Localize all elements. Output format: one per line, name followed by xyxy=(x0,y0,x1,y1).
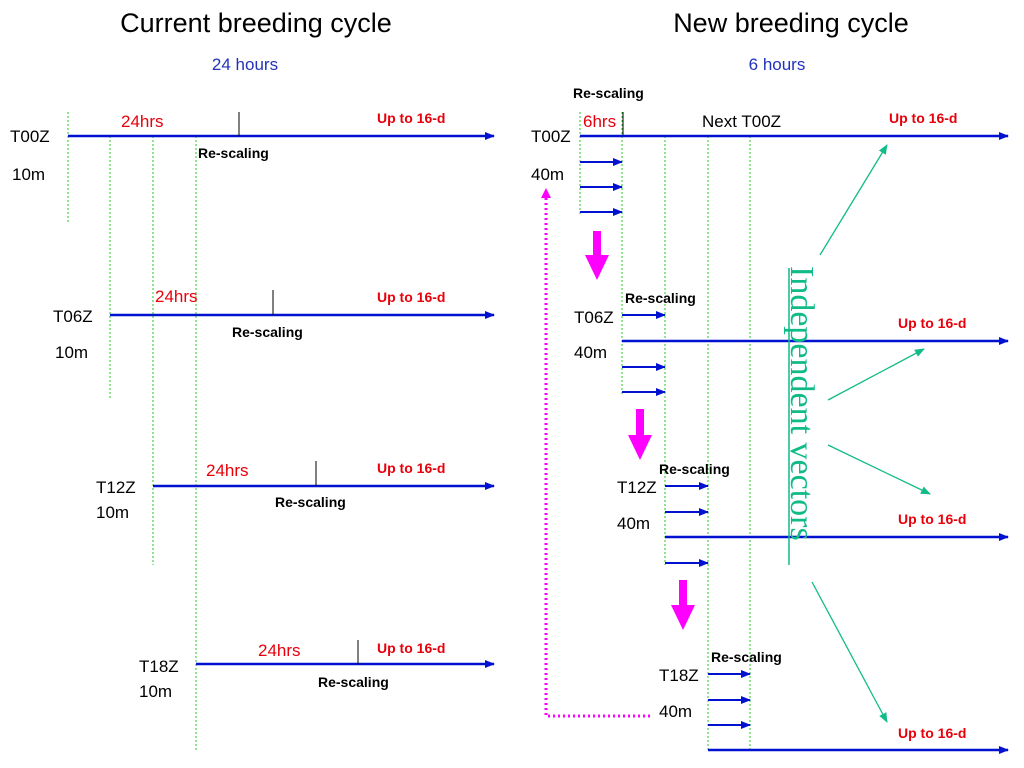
rescale-label: Re-scaling xyxy=(232,324,303,340)
cycle-res-label: 10m xyxy=(139,682,172,701)
upto-label: Up to 16-d xyxy=(377,640,445,656)
hrs-label: 24hrs xyxy=(258,641,301,660)
rescale-label: Re-scaling xyxy=(198,145,269,161)
cycle-res-label: 40m xyxy=(659,702,692,721)
cycle-res-label: 10m xyxy=(55,343,88,362)
current-cycle-t00z: T00Z 10m 24hrs Re-scaling Up to 16-d xyxy=(10,110,495,184)
current-duration: 24 hours xyxy=(212,55,278,74)
current-cycle-t18z: T18Z 10m 24hrs Re-scaling Up to 16-d xyxy=(139,640,495,701)
hrs-label: 24hrs xyxy=(155,287,198,306)
pointer-arrow xyxy=(819,144,888,256)
hrs-label: 24hrs xyxy=(206,461,249,480)
upto-label: Up to 16-d xyxy=(377,110,445,126)
current-cycle-t06z: T06Z 10m 24hrs Re-scaling Up to 16-d xyxy=(53,287,495,362)
hrs-label: 24hrs xyxy=(121,112,164,131)
cycle-time-label: T00Z xyxy=(531,127,571,146)
rescale-label: Re-scaling xyxy=(625,290,696,306)
current-title: Current breeding cycle xyxy=(120,8,392,38)
upto-label: Up to 16-d xyxy=(898,511,966,527)
upto-label: Up to 16-d xyxy=(889,110,957,126)
cycle-res-label: 40m xyxy=(574,343,607,362)
new-cycle-t18z: Re-scaling T18Z 40m Up to 16-d xyxy=(659,649,1009,754)
rescale-label: Re-scaling xyxy=(318,674,389,690)
left-guides xyxy=(67,112,197,752)
feedback-loop-arrow xyxy=(544,196,650,718)
next-t00z-label: Next T00Z xyxy=(702,112,781,131)
new-cycle-t12z: Re-scaling T12Z 40m Up to 16-d xyxy=(617,461,1009,567)
cycle-res-label: 10m xyxy=(12,165,45,184)
pointer-arrow xyxy=(827,444,931,495)
cycle-time-label: T00Z xyxy=(10,127,50,146)
new-duration: 6 hours xyxy=(749,55,806,74)
new-cycle-t00z: Re-scaling 6hrs Next T00Z Up to 16-d T00… xyxy=(531,85,1009,216)
independent-vectors-label: Independent vectors xyxy=(783,266,820,541)
cycle-time-label: T06Z xyxy=(53,307,93,326)
down-arrow-icon xyxy=(628,409,652,460)
independent-vectors-group: Independent vectors xyxy=(783,266,820,565)
new-title: New breeding cycle xyxy=(673,8,909,38)
cycle-time-label: T18Z xyxy=(139,657,179,676)
teal-pointer-arrows xyxy=(811,144,931,723)
upto-label: Up to 16-d xyxy=(898,315,966,331)
cycle-res-label: 40m xyxy=(531,165,564,184)
pointer-arrow xyxy=(827,348,925,401)
rescale-label: Re-scaling xyxy=(659,461,730,477)
current-cycle-t12z: T12Z 10m 24hrs Re-scaling Up to 16-d xyxy=(96,460,495,522)
cycle-res-label: 10m xyxy=(96,503,129,522)
down-arrow-icon xyxy=(671,580,695,630)
hrs-label: 6hrs xyxy=(583,112,616,131)
cycle-time-label: T06Z xyxy=(574,308,614,327)
right-guides xyxy=(579,112,751,752)
progression-arrows xyxy=(585,231,695,630)
upto-label: Up to 16-d xyxy=(377,460,445,476)
rescale-label: Re-scaling xyxy=(711,649,782,665)
cycle-time-label: T12Z xyxy=(617,478,657,497)
upto-label: Up to 16-d xyxy=(377,289,445,305)
new-cycle-t06z: Re-scaling T06Z 40m Up to 16-d xyxy=(574,290,1009,396)
down-arrow-icon xyxy=(585,231,609,280)
upto-label: Up to 16-d xyxy=(898,725,966,741)
rescale-label: Re-scaling xyxy=(275,494,346,510)
cycle-res-label: 40m xyxy=(617,514,650,533)
pointer-arrow xyxy=(811,581,888,723)
cycle-time-label: T18Z xyxy=(659,666,699,685)
rescale-label: Re-scaling xyxy=(573,85,644,101)
cycle-time-label: T12Z xyxy=(96,478,136,497)
up-arrow-icon xyxy=(541,188,551,198)
